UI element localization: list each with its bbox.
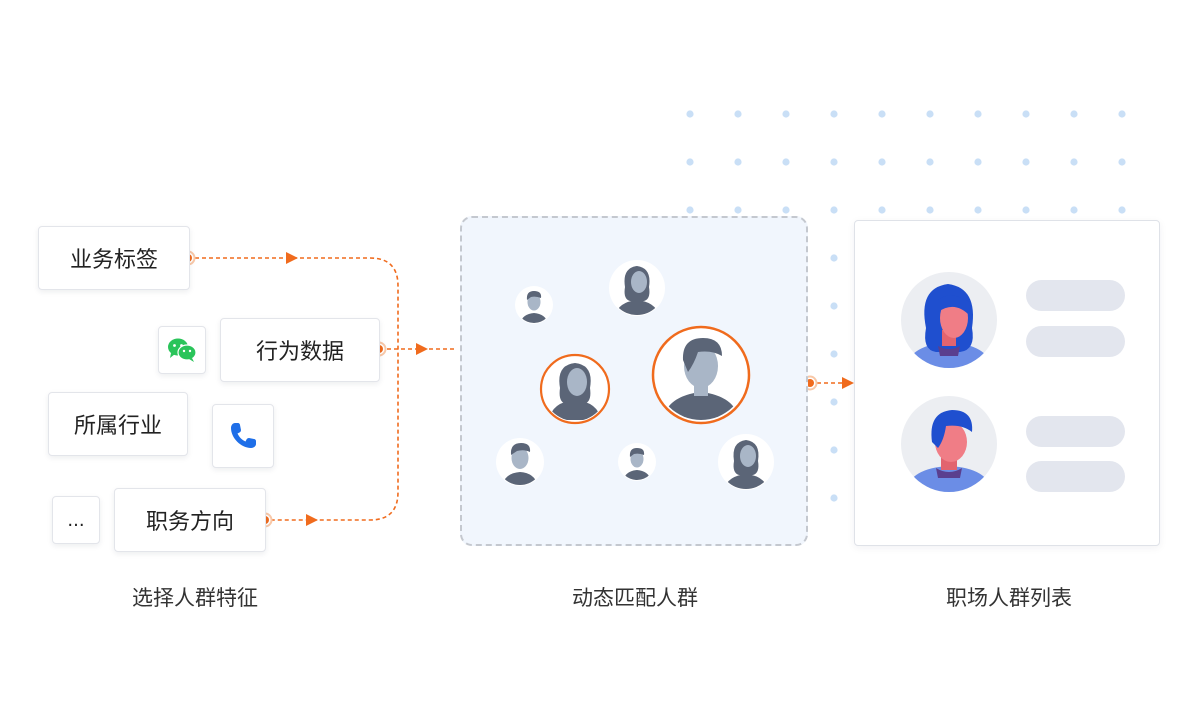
- dot-grid: [686, 110, 1126, 502]
- avatar-person: [515, 286, 553, 324]
- more-features-button[interactable]: ...: [52, 496, 100, 544]
- list-avatar-male: [901, 396, 997, 492]
- grid-dot: [686, 158, 694, 166]
- feature-tag-business-label: 业务标签: [69, 248, 158, 273]
- feature-tag-industry-label: 所属行业: [73, 414, 162, 439]
- grid-dot: [830, 206, 838, 214]
- grid-dot: [830, 110, 838, 118]
- feature-tag-industry[interactable]: 所属行业: [48, 392, 188, 456]
- grid-dot: [926, 110, 934, 118]
- grid-dot: [782, 110, 790, 118]
- grid-dot: [1118, 110, 1126, 118]
- more-features-label: ...: [67, 509, 85, 531]
- caption-dynamic-match: 动态匹配人群: [572, 586, 698, 610]
- connector-arrows: [286, 252, 854, 526]
- grid-dot: [878, 158, 886, 166]
- caption-select-features: 选择人群特征: [132, 586, 258, 610]
- grid-dot: [878, 110, 886, 118]
- feature-tag-job-direction-label: 职务方向: [145, 510, 234, 535]
- avatar-person: [618, 443, 656, 481]
- grid-dot: [830, 350, 838, 358]
- grid-dot: [1070, 206, 1078, 214]
- grid-dot: [1022, 110, 1030, 118]
- grid-dot: [1022, 158, 1030, 166]
- wechat-card[interactable]: [158, 326, 206, 374]
- grid-dot: [974, 158, 982, 166]
- wechat-icon: [168, 338, 197, 362]
- grid-dot: [734, 110, 742, 118]
- grid-dot: [830, 494, 838, 502]
- grid-dot: [1118, 206, 1126, 214]
- grid-dot: [830, 158, 838, 166]
- avatar-person: [718, 434, 774, 490]
- grid-dot: [926, 206, 934, 214]
- match-area: [460, 216, 808, 546]
- grid-dot: [830, 446, 838, 454]
- grid-dot: [686, 110, 694, 118]
- grid-dot: [974, 110, 982, 118]
- feature-tag-business[interactable]: 业务标签: [38, 226, 190, 290]
- avatar-person: [496, 438, 544, 486]
- grid-dot: [830, 254, 838, 262]
- phone-card[interactable]: [212, 404, 274, 468]
- grid-dot: [878, 206, 886, 214]
- list-avatar-female: [901, 272, 997, 368]
- grid-dot: [734, 206, 742, 214]
- grid-dot: [974, 206, 982, 214]
- avatar-female-highlight: [539, 353, 611, 425]
- grid-dot: [686, 206, 694, 214]
- grid-dot: [830, 302, 838, 310]
- grid-dot: [926, 158, 934, 166]
- feature-tag-behavior-label: 行为数据: [255, 340, 344, 365]
- grid-dot: [1070, 110, 1078, 118]
- caption-people-list: 职场人群列表: [946, 586, 1072, 610]
- grid-dot: [1118, 158, 1126, 166]
- avatar-person: [609, 260, 665, 316]
- grid-dot: [782, 158, 790, 166]
- list-placeholder-bars: [1026, 280, 1125, 492]
- grid-dot: [1022, 206, 1030, 214]
- grid-dot: [1070, 158, 1078, 166]
- grid-dot: [830, 398, 838, 406]
- phone-icon: [231, 423, 256, 448]
- grid-dot: [734, 158, 742, 166]
- avatar-male-highlight: [651, 325, 751, 425]
- feature-tag-behavior[interactable]: 行为数据: [220, 318, 380, 382]
- feature-tag-job-direction[interactable]: 职务方向: [114, 488, 266, 552]
- grid-dot: [782, 206, 790, 214]
